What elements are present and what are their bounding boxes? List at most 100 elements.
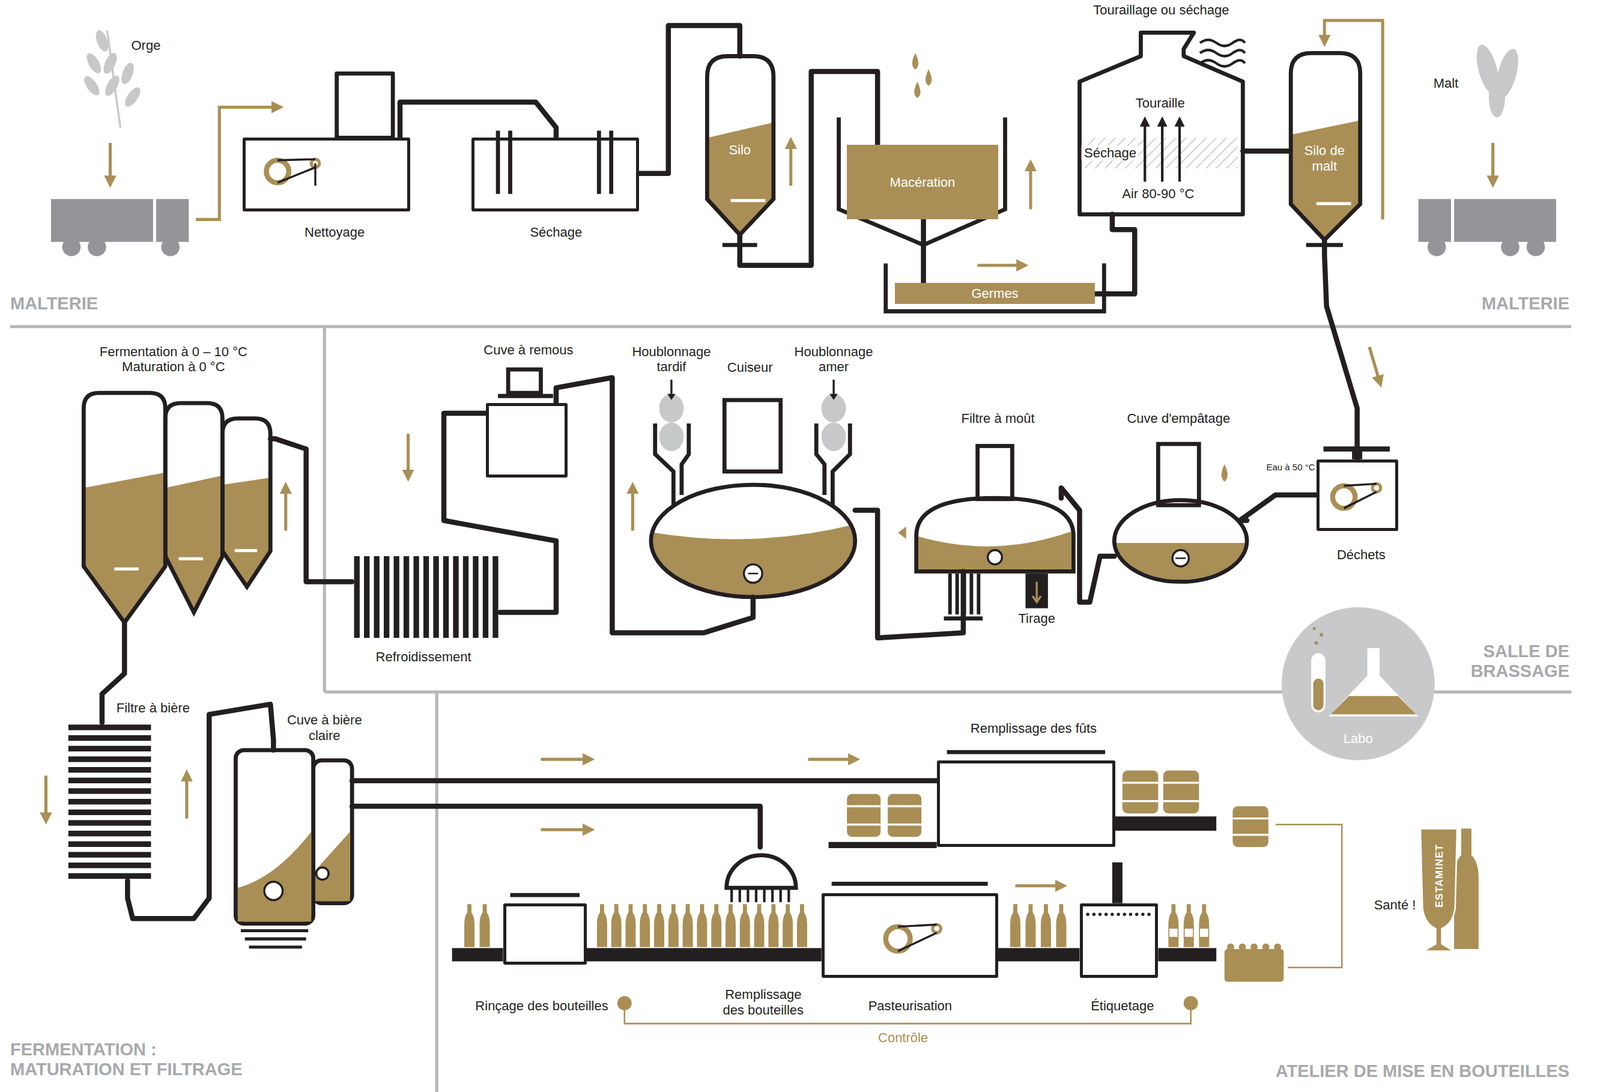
pipe — [855, 510, 964, 638]
fermentation-tanks — [83, 472, 166, 623]
bottle — [1040, 903, 1052, 947]
filter-plate — [68, 851, 152, 858]
filter-plate — [68, 766, 152, 773]
flow-arrow — [44, 775, 48, 819]
flow-arrow — [631, 487, 635, 531]
malt-icon — [1472, 42, 1523, 118]
bottle-line — [452, 947, 504, 961]
wort-filter — [916, 446, 1074, 619]
wort-filter — [916, 497, 1074, 572]
fermentation-tanks — [222, 418, 271, 587]
bracket — [1275, 824, 1342, 968]
bright-beer-tank — [313, 831, 351, 902]
annotation: Houblonnage tardif — [629, 344, 714, 375]
truck — [156, 198, 189, 242]
truck — [160, 237, 180, 257]
brew-kettle — [671, 379, 834, 396]
bottle-label — [1169, 928, 1178, 937]
lab-icon — [1281, 607, 1435, 761]
water-drops — [914, 81, 921, 98]
mash-tun — [1157, 443, 1199, 506]
silo — [1290, 120, 1361, 241]
filter-grill — [948, 573, 952, 615]
label-roll — [1141, 912, 1145, 916]
truck — [1526, 237, 1546, 257]
cooler-coil — [403, 556, 410, 638]
cooler-coil — [363, 556, 370, 638]
section-title: MALTERIE — [1481, 294, 1570, 315]
node-label: Filtre à bière — [116, 700, 190, 716]
bottle — [725, 903, 736, 947]
water-drops — [1221, 464, 1228, 482]
filter-plate — [68, 809, 152, 816]
section-lines — [10, 324, 1572, 328]
silo — [1290, 52, 1361, 240]
kegs — [1122, 781, 1158, 784]
pipe — [443, 413, 557, 613]
node-label: Touraillage ou séchage — [1093, 2, 1229, 18]
flow-arrow — [1028, 165, 1032, 210]
flow-arrow — [184, 775, 188, 819]
pipe — [127, 703, 274, 919]
crate-bottle — [1227, 943, 1235, 951]
bottle-line — [1157, 947, 1217, 961]
beer-filter: Filtre à bière — [68, 722, 152, 881]
flow-arrow — [540, 757, 589, 761]
filler-nozzle — [762, 887, 766, 903]
bottle — [711, 903, 722, 947]
filter-plate — [68, 777, 152, 784]
lab-icon — [1311, 652, 1326, 713]
wort-filter — [1032, 581, 1041, 602]
mill — [1372, 483, 1381, 492]
truck — [1500, 237, 1520, 257]
bright-beer-tank — [245, 937, 307, 941]
bottle-line — [509, 893, 580, 898]
maceration-tank — [885, 263, 1105, 312]
wort-filter: Filtre à moût — [916, 497, 1074, 572]
pipe — [1324, 239, 1357, 459]
node-label: Remplissage des bouteilles — [715, 986, 812, 1018]
filler-nozzle — [746, 887, 749, 903]
kegs — [1122, 800, 1158, 802]
mill — [932, 924, 942, 933]
brew-kettle — [655, 423, 851, 506]
label-roll — [1092, 912, 1096, 916]
cooler-coil — [463, 556, 469, 638]
kiln — [1143, 124, 1146, 182]
glass-bottle — [1420, 828, 1458, 952]
bottle-line — [998, 947, 1080, 961]
annotation: Santé ! — [1374, 897, 1417, 913]
brew-kettle — [747, 572, 758, 575]
control-dot — [1183, 995, 1199, 1011]
cooler-coil — [374, 556, 380, 638]
kegs — [846, 782, 1269, 835]
label-roll — [1098, 912, 1102, 916]
node-label: Rinçage des bouteilles — [475, 998, 608, 1014]
mill: Déchets — [1316, 459, 1399, 531]
node-label: Séchage — [1081, 145, 1139, 161]
brew-kettle — [724, 400, 781, 472]
bright-beer-tank: Cuve à bière claire — [235, 750, 352, 924]
glass-bottle — [1420, 828, 1479, 952]
bright-beer-tank — [249, 945, 303, 949]
node-label: Cuve à remous — [483, 342, 573, 358]
mash-tun — [1112, 443, 1256, 594]
node-label: Filtre à moût — [960, 410, 1035, 426]
node-label: Silo — [728, 142, 751, 158]
section-title: FERMENTATION : MATURATION ET FILTRAGE — [10, 1039, 269, 1080]
control-dot — [617, 995, 632, 1011]
grain-icon — [118, 61, 137, 86]
bottle — [1168, 903, 1179, 947]
brew-kettle — [744, 564, 763, 584]
bright-beer-tank — [313, 760, 353, 904]
cooler-coil — [452, 556, 459, 638]
kegs — [846, 793, 881, 837]
bottle-line — [831, 881, 988, 886]
pipe — [1239, 494, 1316, 521]
node-label: Silo de malt — [1293, 142, 1357, 174]
fermentation-tanks — [83, 392, 166, 623]
cooler-coil — [443, 556, 449, 638]
lab-icon — [1313, 678, 1324, 711]
